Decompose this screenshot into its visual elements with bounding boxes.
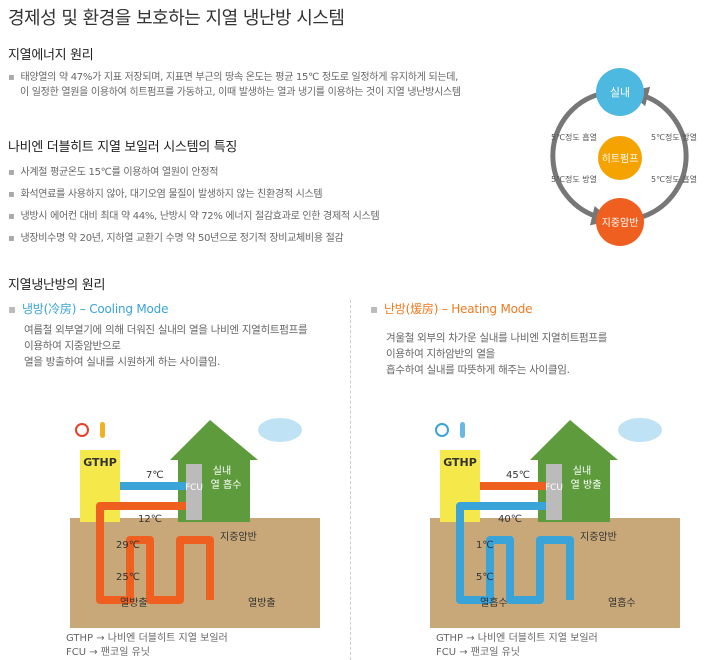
features-list: ▪사계절 평균온도 15℃를 이용하여 열원이 안정적 ▪화석연료를 사용하지 … xyxy=(8,162,380,250)
fcu-label: FCU xyxy=(185,483,203,493)
gthp-label: GTHP xyxy=(83,456,117,469)
snowflake-icon xyxy=(435,423,449,437)
ground-layer xyxy=(70,518,320,628)
legend-heat: GTHP → 나비엔 더블히트 지열 보일러 FCU → 팬코일 유닛 xyxy=(436,633,598,658)
page-title: 경제성 및 환경을 보호하는 지열 냉난방 시스템 xyxy=(8,8,345,29)
temp-mid: 12℃ xyxy=(138,514,162,525)
gthp-label: GTHP xyxy=(443,456,477,469)
temp-top: 7℃ xyxy=(146,470,164,481)
sun-icon xyxy=(75,423,89,437)
divider xyxy=(350,300,351,660)
fcu-unit xyxy=(546,464,562,520)
fcu-label: FCU xyxy=(545,483,563,493)
cooling-diagram: GTHP FCU 실내 열 흡수 7℃ 12℃ 29℃ 25℃ 지중암반 열방출… xyxy=(70,418,320,628)
heatpump-circle xyxy=(598,136,642,180)
left-top-label: 5℃정도 흡열 xyxy=(551,132,597,142)
temp-ground-2: 25℃ xyxy=(116,572,140,583)
emit-right: 열흡수 xyxy=(608,596,636,609)
temp-ground-1: 29℃ xyxy=(116,540,140,551)
heating-desc: 겨울철 외부의 차가운 실내를 나비엔 지열히트펌프를 이용하여 지하암반의 열… xyxy=(386,332,608,376)
left-bottom-label: 5℃정도 방열 xyxy=(551,174,597,184)
rock-label: 지중암반 xyxy=(580,531,617,543)
heating-diagram: GTHP FCU 실내 열 방출 45℃ 40℃ 1℃ 5℃ 지중암반 열흡수 … xyxy=(430,418,680,628)
indoor-label: 실내 xyxy=(610,86,630,99)
section-heading-geothermal: 지열에너지 원리 xyxy=(8,48,94,63)
cloud-icon xyxy=(618,418,662,442)
cooling-mode-title: ▪냉방(冷房) – Cooling Mode xyxy=(8,302,169,316)
ground-layer xyxy=(430,518,680,628)
sec1-line2: 이 일정한 열원을 이용하여 히트펌프를 가동하고, 이때 발생하는 열과 냉기… xyxy=(20,87,461,98)
temp-mid: 40℃ xyxy=(498,514,522,525)
list-item: ▪냉방시 에어컨 대비 최대 약 44%, 난방시 약 72% 에너지 절감효과… xyxy=(8,211,380,222)
thermometer-icon xyxy=(100,422,105,438)
cycle-arrow-right xyxy=(628,86,689,221)
sec1-text: ▪태양열의 약 47%가 지표 저장되며, 지표면 부근의 땅속 온도는 평균 … xyxy=(8,72,461,98)
temp-ground-1: 1℃ xyxy=(476,540,494,551)
room-label-2: 열 흡수 xyxy=(211,478,242,491)
cooling-desc: 여름철 외부열기에 의해 더워진 실내의 열을 나비엔 지열히트펌프를 이용하여… xyxy=(24,324,308,368)
sec1-line1: 태양열의 약 47%가 지표 저장되며, 지표면 부근의 땅속 온도는 평균 1… xyxy=(20,72,459,83)
cycle-diagram: 실내 히트펌프 지중암반 5℃정도 흡열 5℃정도 방열 5℃정도 방열 5℃정… xyxy=(550,68,697,246)
room-label-1: 실내 xyxy=(573,465,591,477)
rock-label: 지중암반 xyxy=(220,531,257,543)
section-heading-features: 나비엔 더블히트 지열 보일러 시스템의 특징 xyxy=(8,140,238,155)
ground-label: 지중암반 xyxy=(602,217,639,229)
right-bottom-label: 5℃정도 흡열 xyxy=(651,174,697,184)
emit-left: 열방출 xyxy=(120,597,148,609)
list-item: ▪사계절 평균온도 15℃를 이용하여 열원이 안정적 xyxy=(8,167,219,178)
house-roof xyxy=(530,420,618,460)
cloud-icon xyxy=(258,418,302,442)
emit-left: 열흡수 xyxy=(480,596,508,609)
section-heading-principle: 지열냉난방의 원리 xyxy=(8,278,106,293)
room-label-1: 실내 xyxy=(213,465,231,477)
fcu-unit xyxy=(186,464,202,520)
heating-mode-title: ▪난방(煖房) – Heating Mode xyxy=(370,302,533,316)
cycle-arrow-left xyxy=(550,91,612,226)
right-top-label: 5℃정도 방열 xyxy=(651,132,697,142)
emit-right: 열방출 xyxy=(248,597,276,609)
temp-ground-2: 5℃ xyxy=(476,572,494,583)
room-label-2: 열 방출 xyxy=(571,479,602,491)
list-item: ▪화석연료를 사용하지 않아, 대기오염 물질이 발생하지 않는 친환경적 시스… xyxy=(8,189,323,200)
legend-cool: GTHP → 나비엔 더블히트 지열 보일러 FCU → 팬코일 유닛 xyxy=(66,633,228,658)
temp-top: 45℃ xyxy=(506,470,530,481)
indoor-circle xyxy=(596,68,644,116)
house-roof xyxy=(170,420,258,460)
list-item: ▪냉장비수명 약 20년, 지하열 교환기 수명 약 50년으로 정기적 장비교… xyxy=(8,233,344,244)
ground-circle xyxy=(596,198,644,246)
thermometer-icon xyxy=(460,422,465,438)
heatpump-label: 히트펌프 xyxy=(602,153,639,165)
